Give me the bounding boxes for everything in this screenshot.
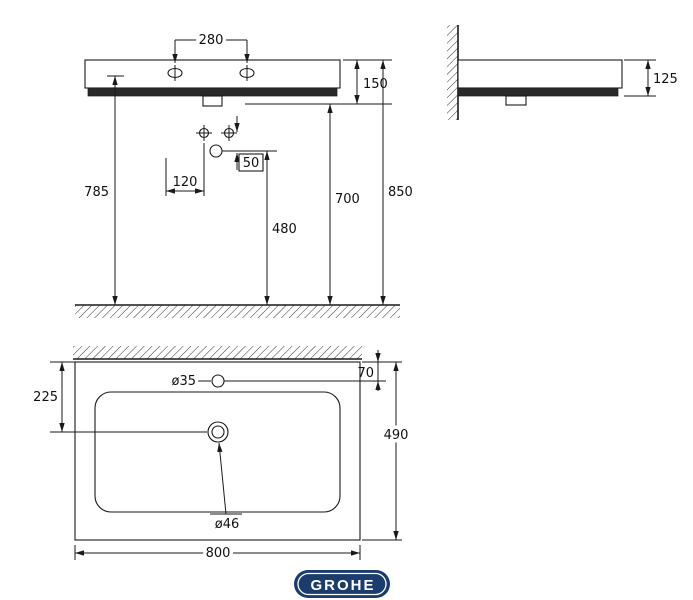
label-drain-diameter: ø46 bbox=[210, 442, 242, 532]
dimension-225: 225 bbox=[33, 361, 207, 433]
drain-pipe-center bbox=[209, 144, 223, 158]
wall-hatch-plan bbox=[73, 346, 362, 359]
basin-body-side bbox=[457, 59, 623, 89]
logo-text: GROHE bbox=[310, 577, 375, 594]
dimension-700: 700 bbox=[327, 104, 360, 305]
dim-label-150: 150 bbox=[363, 77, 388, 92]
dim-label-125: 125 bbox=[653, 72, 678, 87]
dimension-70: 70 bbox=[224, 350, 402, 391]
dimension-480: 480 bbox=[222, 150, 297, 305]
dim-label-490: 490 bbox=[384, 428, 409, 443]
plan-view bbox=[73, 346, 362, 541]
dim-label-700: 700 bbox=[335, 192, 360, 207]
side-view bbox=[447, 25, 623, 120]
dimension-50: 50 bbox=[234, 116, 264, 172]
dimension-490: 490 bbox=[362, 362, 412, 541]
dim-label-280: 280 bbox=[199, 33, 224, 48]
dim-label-480: 480 bbox=[272, 222, 297, 237]
front-view bbox=[75, 59, 400, 318]
logo-inner-border bbox=[297, 572, 387, 596]
dimension-125: 125 bbox=[624, 59, 678, 97]
bowl-outline-plan bbox=[94, 391, 341, 513]
dim-label-70: 70 bbox=[357, 366, 374, 381]
dimension-785: 785 bbox=[84, 75, 124, 305]
dimension-120: 120 bbox=[165, 143, 205, 196]
dimension-280: 280 bbox=[172, 30, 250, 63]
dim-label-o46: ø46 bbox=[215, 517, 240, 532]
drain-trap-front bbox=[202, 95, 223, 107]
dim-50-box bbox=[238, 153, 264, 172]
floor-hatch bbox=[75, 305, 400, 318]
dim-label-120: 120 bbox=[173, 175, 198, 190]
dim-label-850: 850 bbox=[388, 185, 413, 200]
dimension-850: 850 bbox=[380, 60, 413, 305]
dimension-150: 150 bbox=[343, 59, 392, 104]
dim-label-800: 800 bbox=[206, 546, 231, 561]
dim-label-o35: ø35 bbox=[172, 374, 197, 389]
basin-body-front bbox=[84, 59, 341, 89]
grohe-logo: GROHE bbox=[294, 570, 390, 598]
faucet-hole-plan bbox=[211, 374, 225, 388]
dim-label-50: 50 bbox=[243, 156, 260, 171]
drain-trap-side bbox=[505, 95, 527, 106]
basin-edge-band-side bbox=[457, 87, 619, 97]
wall-hatch-side bbox=[447, 25, 458, 120]
logo-background bbox=[294, 570, 390, 598]
basin-edge-band-front bbox=[87, 87, 338, 97]
dim-label-785: 785 bbox=[84, 185, 109, 200]
drain-inner-plan bbox=[211, 425, 225, 439]
label-faucet-diameter: ø35 bbox=[172, 374, 211, 389]
dim-label-225: 225 bbox=[33, 390, 58, 405]
dimension-800: 800 bbox=[74, 543, 361, 565]
